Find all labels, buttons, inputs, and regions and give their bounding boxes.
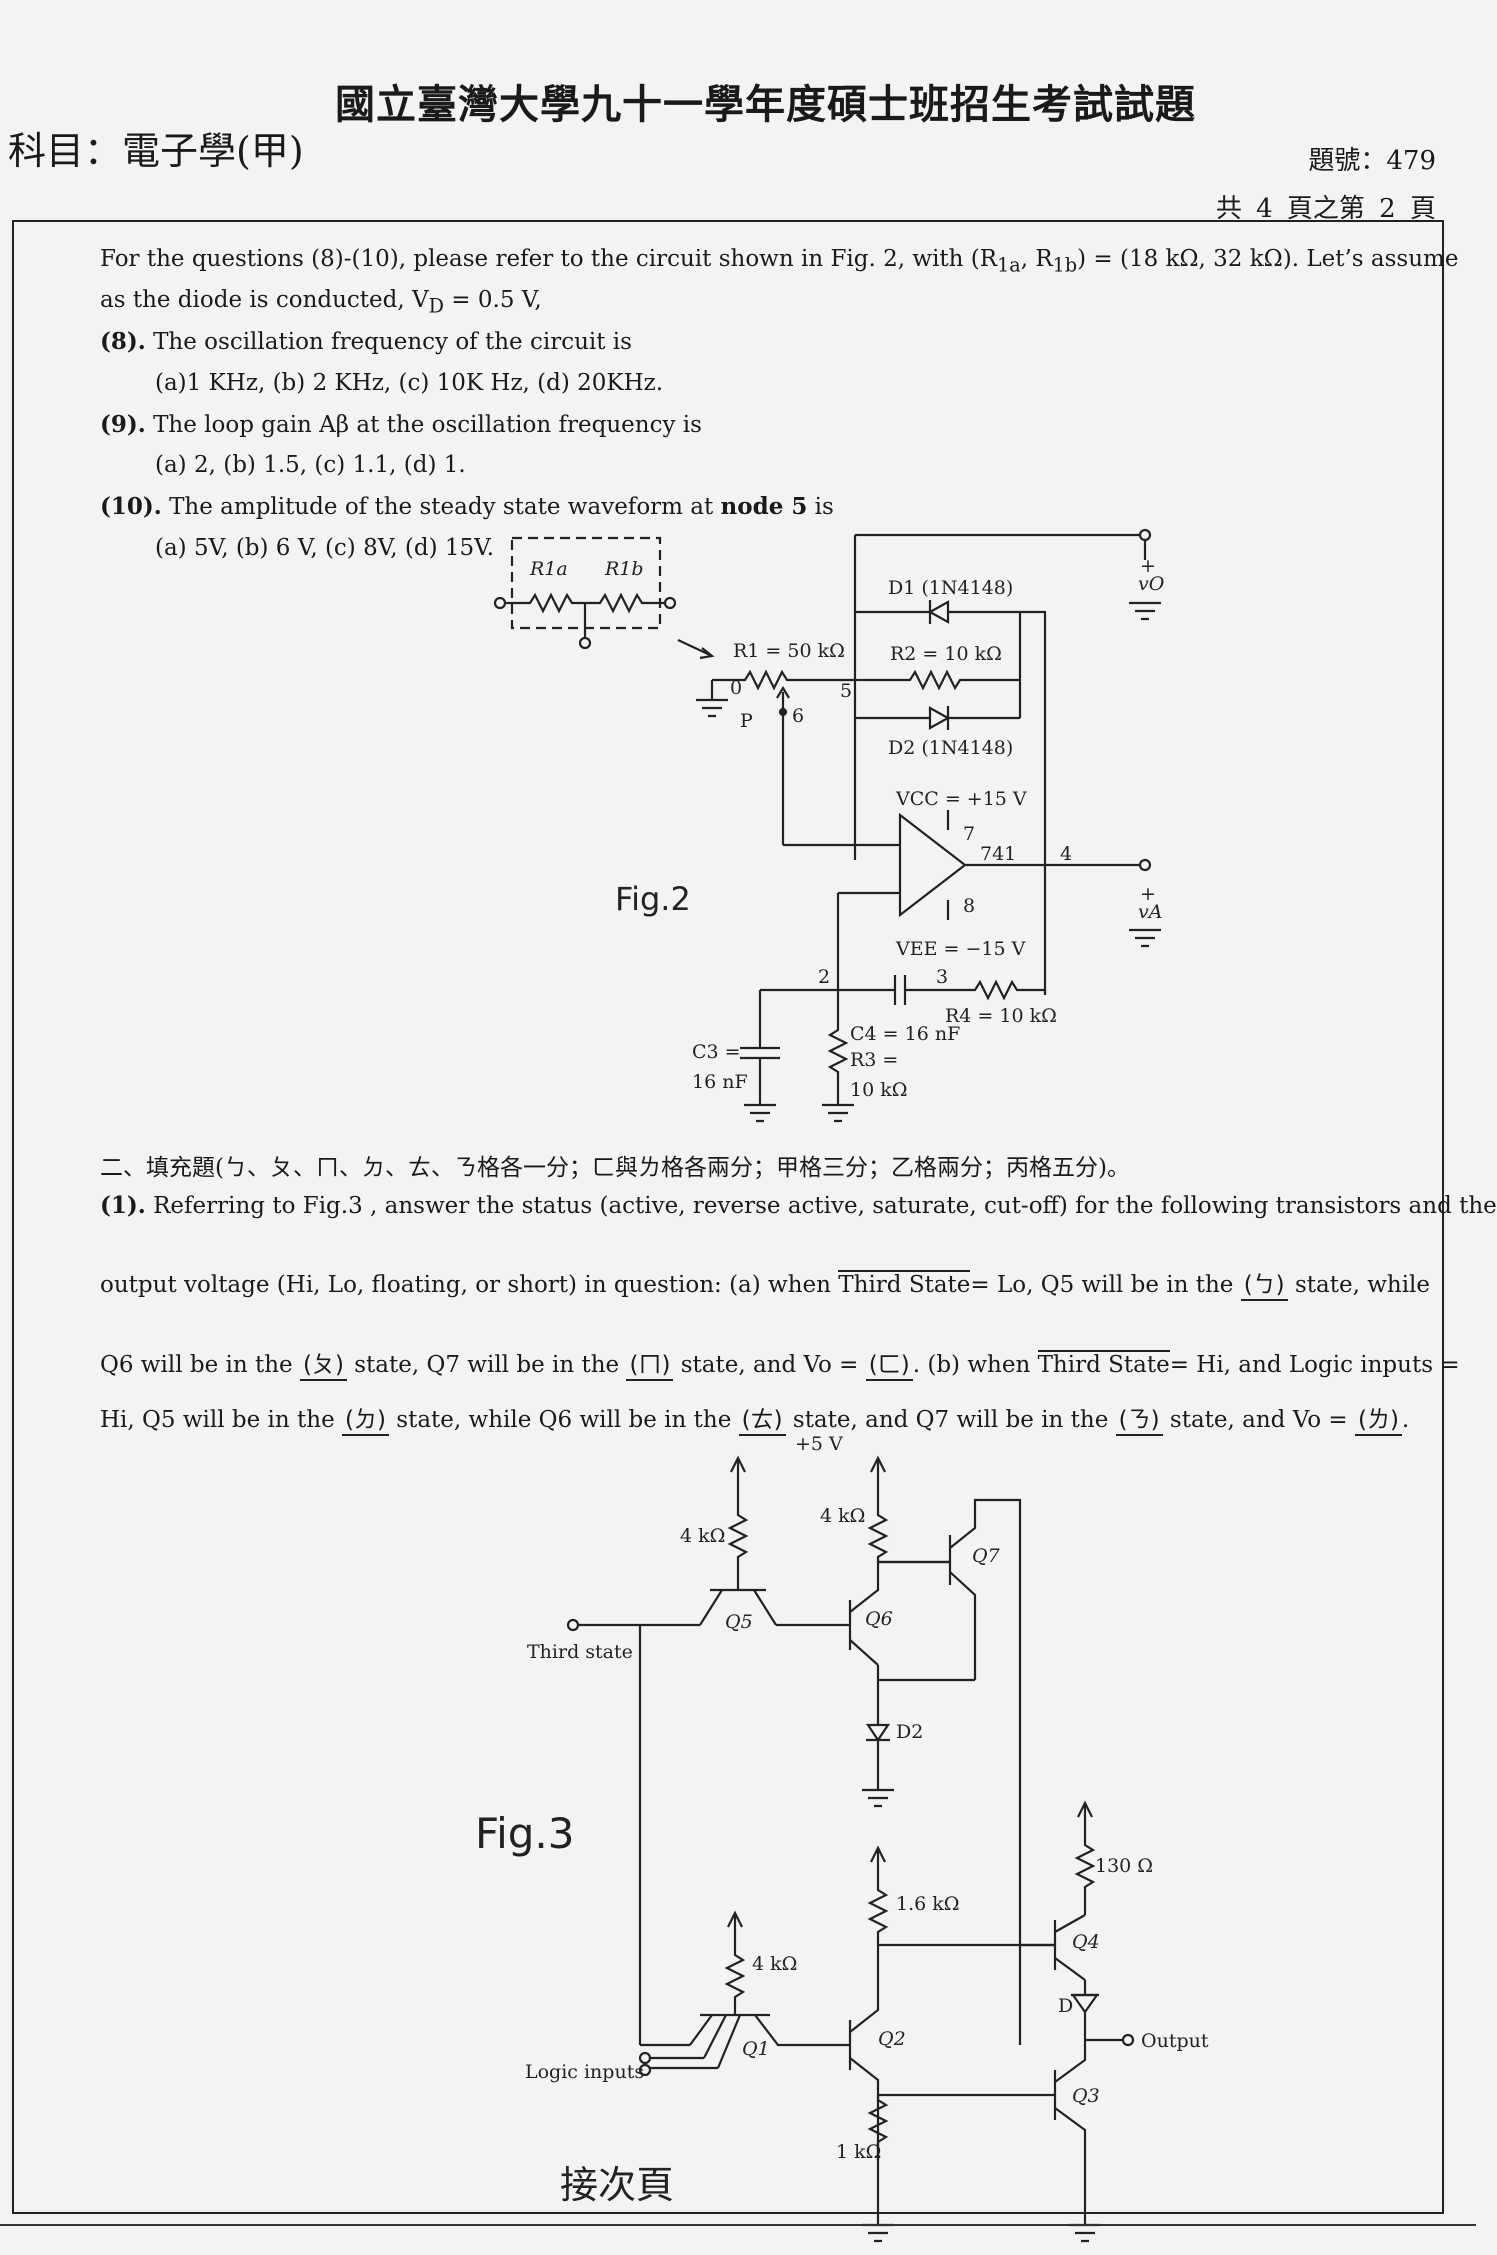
intro-line-2: as the diode is conducted, VD = 0.5 V, (100, 287, 542, 318)
exam-title: 國立臺灣大學九十一學年度碩士班招生考試試題 (335, 81, 1196, 128)
label-r1a: R1a (529, 558, 568, 580)
question-10: (10). The amplitude of the steady state … (100, 493, 834, 520)
label-c3: C3 = (692, 1041, 741, 1063)
label-output: Output (1141, 2030, 1209, 2052)
intro-line-1: For the questions (8)-(10), please refer… (100, 246, 1459, 277)
node-5: 5 (840, 680, 852, 702)
question-number: 題號：479 (1308, 146, 1436, 176)
node-2: 2 (818, 966, 830, 988)
fig2-circuit: R1a R1b D1 (1N4148) D2 (1N4148) R1 = 50 … (493, 528, 1165, 1123)
question-10-options: (a) 5V, (b) 6 V, (c) 8V, (d) 15V. (155, 535, 495, 561)
blank-8[interactable]: (ㄌ) (1354, 1400, 1402, 1436)
exam-frame (12, 220, 1444, 2214)
bottom-rule (0, 2224, 1476, 2226)
continue-note: 接次頁 (560, 2163, 674, 2207)
label-r3: R3 = (850, 1049, 898, 1071)
label-vcc: VCC = +15 V (895, 788, 1027, 810)
label-q6: Q6 (865, 1608, 893, 1630)
section2-q1-line2: output voltage (Hi, Lo, floating, or sho… (100, 1265, 1430, 1301)
svg-text:+: + (1140, 883, 1156, 905)
blank-2[interactable]: (ㄆ) (299, 1345, 347, 1381)
node-0: 0 (730, 677, 742, 699)
label-vo: vO (1138, 573, 1165, 595)
blank-4[interactable]: (ㄈ) (865, 1345, 913, 1381)
label-q2: Q2 (878, 2028, 906, 2050)
section2-q1-line3: Q6 will be in the (ㄆ) state, Q7 will be … (100, 1345, 1460, 1381)
section2-q1-line4: Hi, Q5 will be in the (ㄉ) state, while Q… (100, 1400, 1409, 1436)
question-8: (8). The oscillation frequency of the ci… (100, 328, 632, 355)
node-8: 8 (963, 895, 975, 917)
label-logic-inputs: Logic inputs (525, 2061, 644, 2083)
label-741: 741 (980, 843, 1016, 865)
label-vee: VEE = −15 V (895, 938, 1026, 960)
label-c3-value: 16 nF (692, 1071, 748, 1093)
question-9-options: (a) 2, (b) 1.5, (c) 1.1, (d) 1. (155, 452, 466, 478)
label-d2: D2 (1N4148) (888, 737, 1013, 759)
fig3-label: Fig.3 (475, 1809, 575, 1858)
subject-label: 科目：電子學(甲) (8, 129, 304, 173)
label-r1: R1 = 50 kΩ (733, 640, 845, 662)
blank-5[interactable]: (ㄉ) (342, 1400, 389, 1436)
page-info: 共 4 頁之第 2 頁 (1215, 194, 1436, 224)
label-q4: Q4 (1072, 1931, 1100, 1953)
blank-3[interactable]: (ㄇ) (626, 1345, 674, 1381)
label-r1b: R1b (604, 558, 644, 580)
label-q1: Q1 (742, 2038, 770, 2060)
blank-6[interactable]: (ㄊ) (738, 1400, 786, 1436)
label-q3: Q3 (1072, 2085, 1100, 2107)
label-supply: +5 V (795, 1433, 843, 1455)
label-r3-value: 10 kΩ (850, 1079, 907, 1101)
node-6: 6 (792, 705, 804, 727)
label-d: D (1058, 1995, 1073, 2017)
label-q7: Q7 (972, 1545, 1001, 1567)
label-r2: R2 = 10 kΩ (890, 643, 1002, 665)
label-d1: D1 (1N4148) (888, 577, 1013, 599)
node-4: 4 (1060, 843, 1072, 865)
label-r-1-6k: 1.6 kΩ (896, 1893, 960, 1915)
blank-7[interactable]: (ㄋ) (1115, 1400, 1163, 1436)
fig2-label: Fig.2 (615, 880, 691, 918)
label-r-130: 130 Ω (1095, 1855, 1153, 1877)
svg-text:+: + (1140, 555, 1156, 577)
node-p: P (740, 710, 753, 732)
label-va: vA (1138, 901, 1162, 923)
question-8-options: (a)1 KHz, (b) 2 KHz, (c) 10K Hz, (d) 20K… (155, 370, 664, 396)
blank-1[interactable]: (ㄅ) (1240, 1265, 1288, 1301)
section2-heading: 二、填充題(ㄅ、ㄆ、ㄇ、ㄉ、ㄊ、ㄋ格各一分；ㄈ與ㄌ格各兩分；甲格三分；乙格兩分；… (100, 1155, 1130, 1181)
section2-q1-line1: (1). Referring to Fig.3 , answer the sta… (100, 1192, 1497, 1219)
node-3: 3 (936, 966, 948, 988)
label-q5: Q5 (725, 1611, 753, 1633)
label-d2: D2 (896, 1721, 923, 1743)
node-7: 7 (963, 823, 975, 845)
question-9: (9). The loop gain Aβ at the oscillation… (100, 411, 702, 438)
label-r-4k-a: 4 kΩ (680, 1525, 725, 1547)
label-r-4k-c: 4 kΩ (752, 1953, 797, 1975)
label-r-1k: 1 kΩ (836, 2141, 881, 2163)
label-c4: C4 = 16 nF (850, 1023, 960, 1045)
label-r4: R4 = 10 kΩ (945, 1005, 1057, 1027)
label-third-state: Third state (527, 1641, 633, 1663)
label-r-4k-b: 4 kΩ (820, 1505, 865, 1527)
